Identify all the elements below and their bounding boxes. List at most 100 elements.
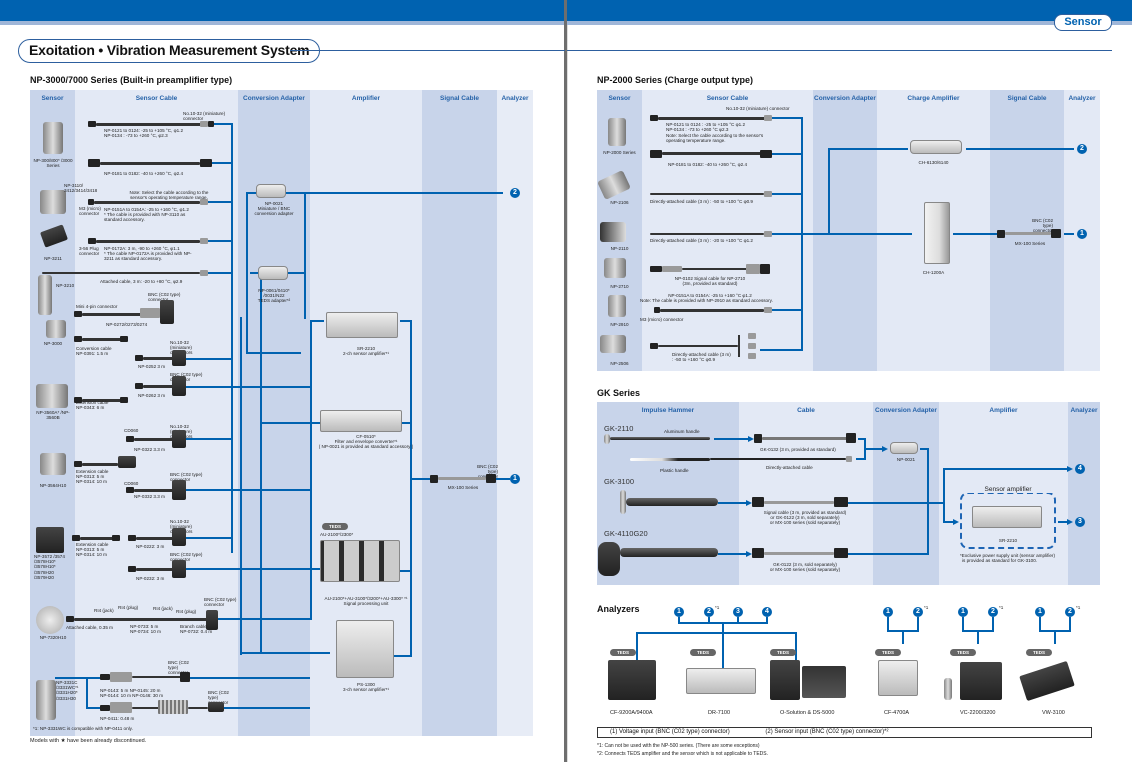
cable-label: Extension cable xyxy=(76,469,109,474)
connection-line xyxy=(1058,521,1068,523)
connector xyxy=(180,672,190,682)
teds-badge: TEDS xyxy=(610,649,636,656)
connector-label: RI4 (jack) xyxy=(94,608,114,613)
connector xyxy=(200,121,208,127)
connector xyxy=(126,436,134,442)
connection-line xyxy=(1064,233,1074,235)
cable xyxy=(710,458,846,460)
connection-line xyxy=(410,478,430,480)
connection-line xyxy=(400,320,412,322)
connection-line xyxy=(943,468,945,522)
sensor-label: NP-3110/ 3412/3414/3418 xyxy=(64,183,98,194)
connection-line xyxy=(186,358,232,360)
connector xyxy=(172,430,186,448)
connection-line xyxy=(772,153,802,155)
bracket-line xyxy=(992,617,994,631)
output-marker-4: 4 xyxy=(1075,464,1085,474)
connector xyxy=(110,702,132,713)
input-marker: 1 xyxy=(883,607,893,617)
cable-label: NP-0314: 10 m xyxy=(76,552,107,557)
connector xyxy=(118,456,136,468)
connector xyxy=(430,475,438,483)
sensor-label: NP-2106 xyxy=(610,200,629,205)
cable-label: BNC (C02 type) connector xyxy=(170,552,203,562)
connector xyxy=(486,474,496,483)
bracket-line xyxy=(902,630,904,644)
cable-label: NP-0734: 10 m xyxy=(130,629,161,634)
analyzer-name: VW-3100 xyxy=(1042,710,1065,716)
charge-amplifier-image xyxy=(910,140,962,154)
cable-label: BNC (C02 type) connector xyxy=(148,292,181,303)
branch xyxy=(738,335,740,357)
cable xyxy=(42,272,200,274)
hammer-image xyxy=(630,458,710,461)
connector-label: 3-56 Plug connector xyxy=(79,246,100,257)
connection-line xyxy=(718,553,746,555)
cable-label: NP-0314: 10 m xyxy=(76,479,107,484)
connection-line xyxy=(920,448,928,450)
cable xyxy=(94,201,200,204)
cable xyxy=(96,240,200,243)
input-footnote: *1 xyxy=(924,605,929,610)
connection-line xyxy=(310,320,324,322)
col-header: Analyzer xyxy=(501,95,529,102)
connection-line xyxy=(250,272,260,274)
col-adapter xyxy=(813,90,877,371)
connection-line xyxy=(186,386,310,388)
cable-label: NP-0313: 5 m xyxy=(76,474,105,479)
connection-line xyxy=(864,448,884,450)
cable xyxy=(136,537,174,540)
bracket-line xyxy=(708,617,710,623)
cable-note: Note: The cable is provided with NP-2910… xyxy=(640,298,773,303)
cable-label: BNC (C02 type) connector xyxy=(204,597,237,608)
col-header: Sensor Cable xyxy=(135,95,178,102)
connection-line xyxy=(304,317,306,319)
connector xyxy=(846,433,856,443)
connection-line xyxy=(400,422,412,424)
cable-label: Directly-attached cable (3 m) : -20 to +… xyxy=(650,238,753,243)
cable-label: NP-0181 to 0182: -40 to +260 °C, φ2.4 xyxy=(104,171,184,176)
connector xyxy=(128,535,136,541)
analyzer-name: O-Solution & DS-5000 xyxy=(780,710,835,716)
connection-line xyxy=(283,272,305,274)
teds-badge: TEDS xyxy=(322,523,348,530)
output-marker-2: 2 xyxy=(1077,144,1087,154)
connector xyxy=(662,266,682,272)
connection-line xyxy=(260,273,262,653)
bracket-line xyxy=(962,617,964,631)
teds-badge: TEDS xyxy=(770,649,796,656)
output-marker-2: 2 xyxy=(510,188,520,198)
connection-line xyxy=(218,618,310,620)
col-header: Analyzer xyxy=(1068,95,1096,102)
connection-line xyxy=(828,148,830,234)
connection-line xyxy=(828,148,908,150)
sensor-label: NP-2710 xyxy=(610,284,629,289)
col-header: Conversion Adapter xyxy=(814,95,876,102)
cable xyxy=(762,437,848,440)
cable-label: * The cable NP-0172A is provided with NP… xyxy=(104,251,192,262)
sensor-label: NP-2910 xyxy=(610,322,629,327)
cable-label: or GK-0122 (3 m, sold separately) xyxy=(770,515,840,520)
bracket-line xyxy=(917,617,919,631)
col-analyzer xyxy=(497,90,533,736)
col-header: Sensor xyxy=(41,95,64,102)
sensor-image xyxy=(600,222,626,242)
cable-label: Extension cable xyxy=(76,542,109,547)
cable-label: NP-0121 to 0124 : -25 to +105 °C φ1.2 xyxy=(666,122,746,127)
connector xyxy=(200,159,212,167)
charge-amplifier-name: CH-1200A xyxy=(922,270,945,275)
title-rule-right xyxy=(567,50,1112,51)
sensor-image xyxy=(36,384,68,408)
amplifier-top: AU-2100*/2300* xyxy=(320,532,354,537)
cable-label: NP-0144: 10 m NP-0146: 30 m xyxy=(100,693,164,698)
cable xyxy=(134,438,174,441)
bracket-line xyxy=(887,617,889,631)
connector-label: M3 (micro) connector xyxy=(640,317,684,322)
cable-label: NP-0181 to 0182: -40 to +260 °C, φ2.4 xyxy=(668,162,748,167)
amplifier-note: is provided as standard for GK-3100. xyxy=(962,558,1038,563)
connection-line xyxy=(86,677,88,709)
hammer-handle-label: Aluminum handle xyxy=(664,429,700,434)
cable-label: NP-0134 : -73 to +260 °C φ2.3 xyxy=(666,127,729,132)
analyzers-title: Analyzers xyxy=(597,604,640,614)
section-tab-sensor[interactable]: Sensor xyxy=(1054,14,1112,31)
